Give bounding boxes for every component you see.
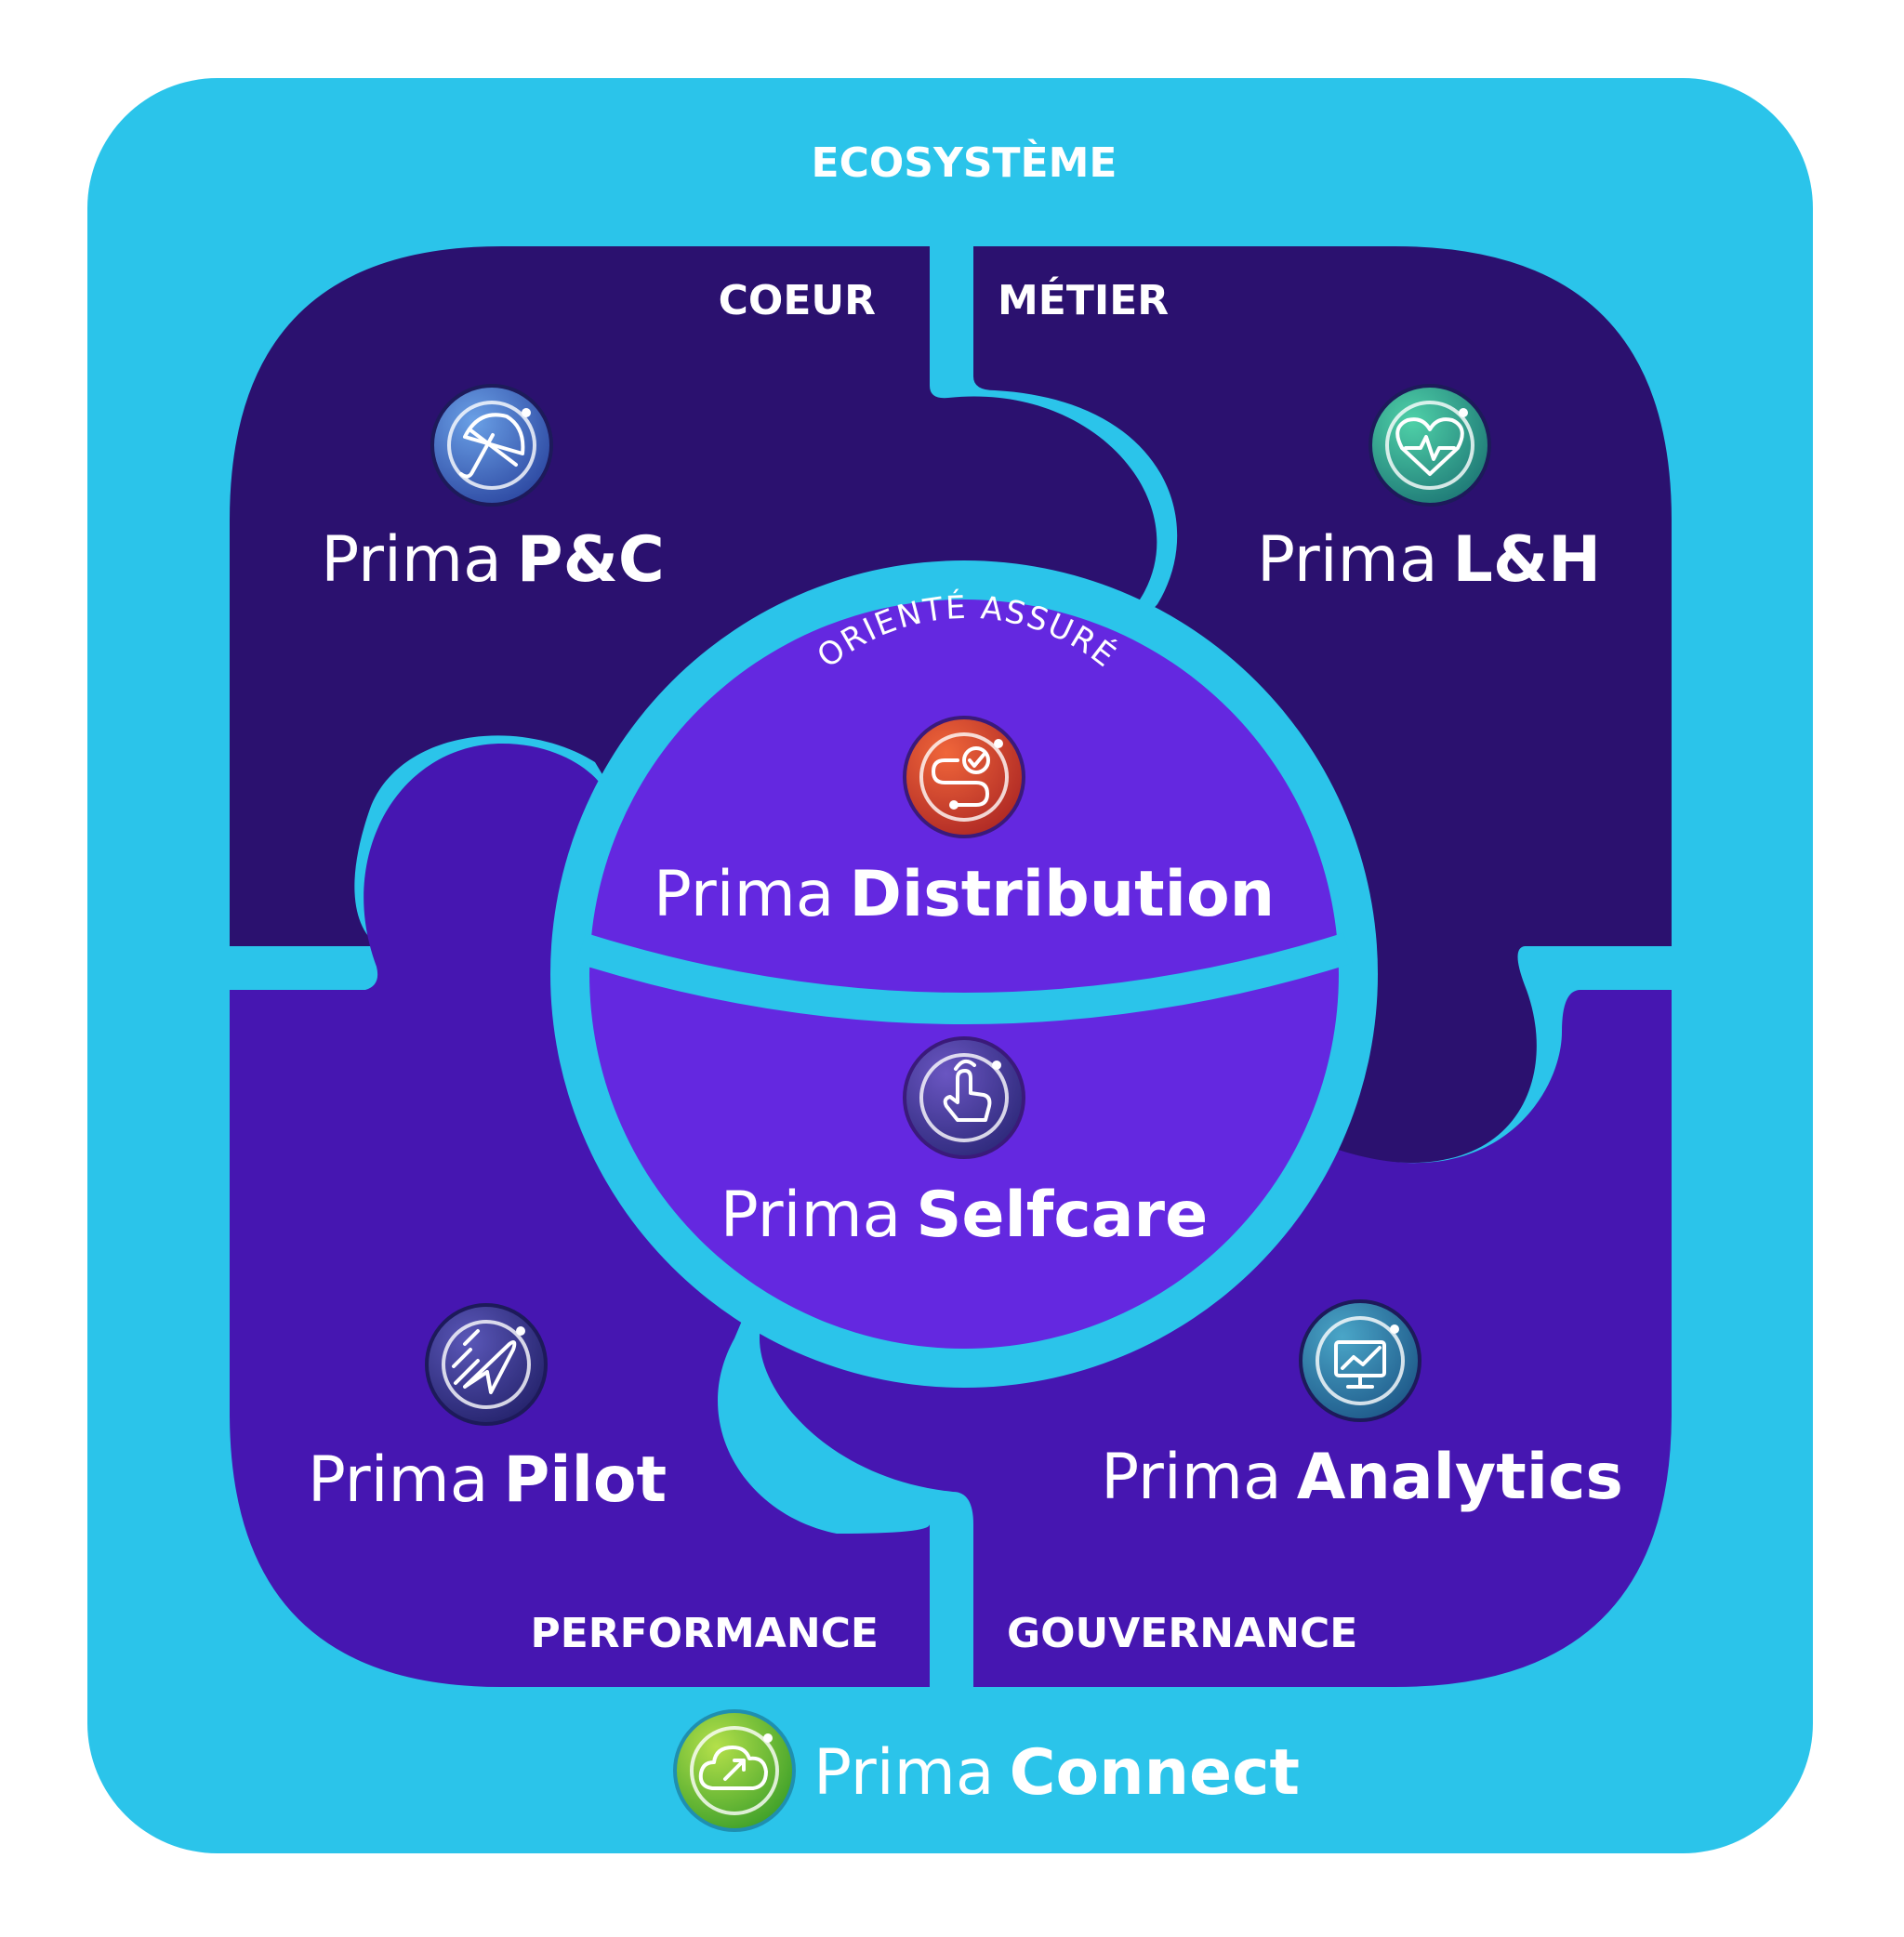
quadrant-bottom-left (230, 744, 930, 1687)
center-circle (589, 600, 1339, 1349)
center-divider (575, 932, 1354, 1024)
ecosystem-label: ECOSYSTÈME (812, 138, 1117, 187)
route-check-icon (919, 732, 1009, 822)
label-coeur: COEUR (719, 277, 876, 324)
cloud-arrow-icon (690, 1726, 779, 1815)
airplane-icon (442, 1320, 531, 1409)
label-performance: PERFORMANCE (530, 1610, 879, 1657)
heart-pulse-icon (1385, 401, 1474, 490)
monitor-chart-icon (1316, 1316, 1405, 1405)
umbrella-icon (447, 401, 536, 490)
touch-hand-icon (919, 1053, 1009, 1142)
label-metier: MÉTIER (998, 275, 1169, 324)
label-gouvernance: GOUVERNANCE (1007, 1610, 1357, 1657)
